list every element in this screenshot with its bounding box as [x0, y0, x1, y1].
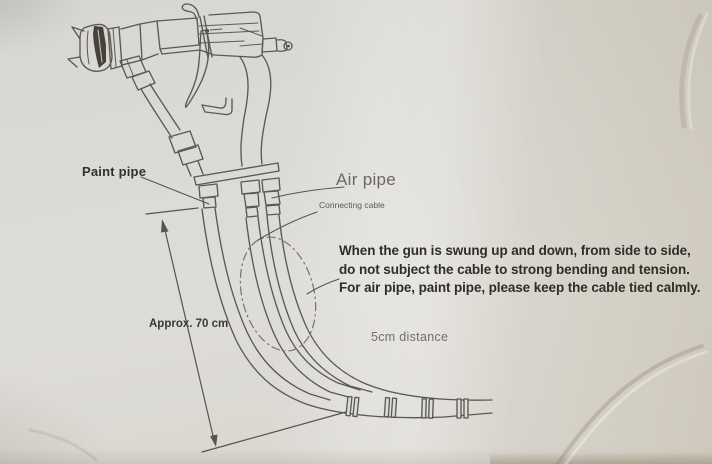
air-pipe-leader — [271, 186, 345, 199]
caution-leader — [306, 278, 340, 295]
dimension-arrow-line — [163, 225, 215, 441]
leader-lines — [140, 176, 345, 295]
hose-fittings — [198, 177, 281, 218]
trigger-guard — [201, 97, 233, 116]
hose-couplings — [345, 395, 469, 419]
air-pipe-hose — [266, 214, 493, 401]
air-cap — [67, 23, 123, 72]
air-cap-slot — [93, 26, 106, 68]
air-cap-horn-bottom — [67, 56, 81, 68]
distance-5cm-label: 5cm distance — [371, 330, 449, 344]
ground-line — [201, 411, 347, 453]
air-cap-horn-top — [71, 26, 85, 40]
trigger — [184, 29, 233, 116]
caution-text: When the gun is swung up and down, from … — [339, 242, 700, 298]
caution-line-1: When the gun is swung up and down, from … — [339, 243, 691, 258]
connecting-cable-leader — [257, 211, 318, 241]
approx-70cm-label: Approx. 70 cm — [149, 318, 229, 330]
rear-air-inlet — [261, 37, 293, 53]
dimension-top-tick — [145, 207, 199, 215]
dimension-arrowhead-down — [210, 434, 218, 447]
grip-handle — [239, 54, 272, 167]
connecting-cable-label: Connecting cable — [319, 200, 385, 210]
air-pipe-label: Air pipe — [336, 170, 397, 189]
dimension-arrowhead-up — [161, 219, 169, 233]
paint-outlet-fitting — [119, 55, 204, 177]
manifold-plate — [193, 162, 280, 186]
paint-pipe-label: Paint pipe — [82, 164, 147, 179]
cable-bundle-ellipse — [239, 236, 317, 352]
paper-creases — [28, 12, 709, 464]
gun-body — [120, 11, 264, 66]
paint-pipe-leader — [140, 176, 210, 205]
connecting-cable-hose — [245, 216, 361, 399]
paper-bottom-edge-shadow — [490, 453, 712, 464]
caution-line-2: do not subject the cable to strong bendi… — [339, 261, 690, 277]
spray-gun-drawing — [67, 3, 493, 419]
dimension-70cm — [145, 207, 347, 453]
caution-line-3: For air pipe, paint pipe, please keep th… — [339, 280, 701, 295]
